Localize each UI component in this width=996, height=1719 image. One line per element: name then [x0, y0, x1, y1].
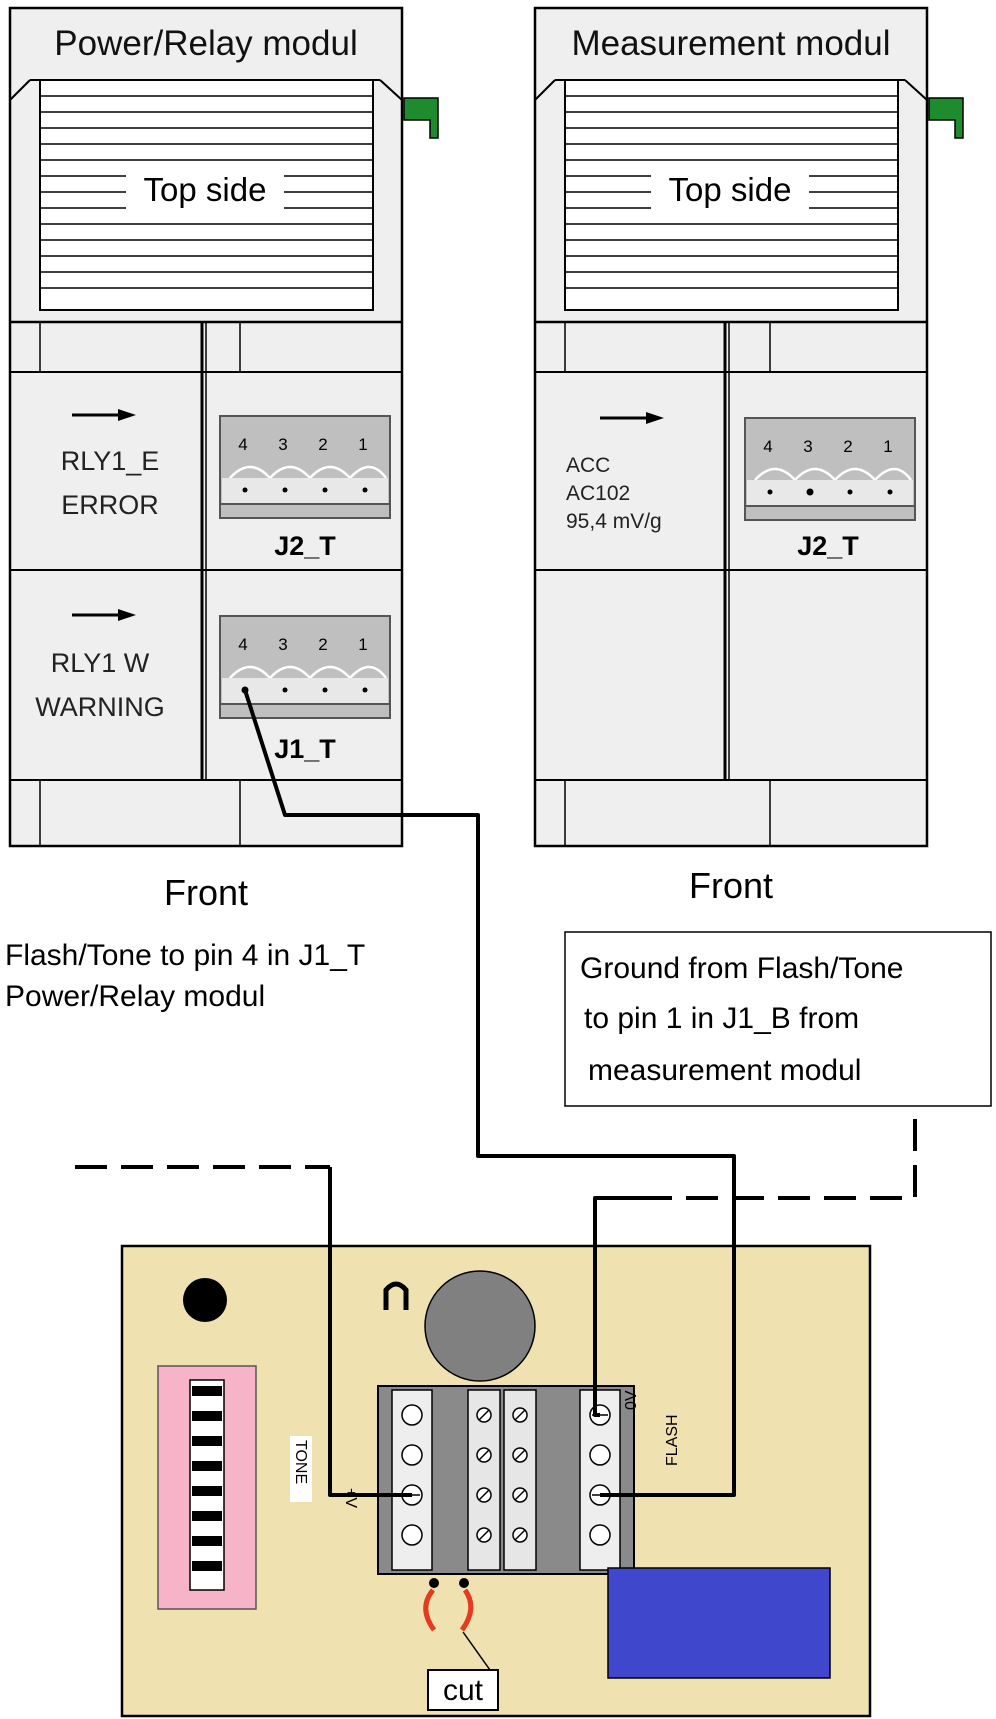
measurement-module-title: Measurement modul: [571, 24, 890, 63]
measurement-green-latch: [928, 97, 964, 139]
tone-wire: [328, 1167, 412, 1497]
flash-note-line2: Power/Relay modul: [5, 980, 265, 1013]
relay-e-description: ERROR: [61, 490, 159, 520]
svg-text:3: 3: [278, 435, 287, 454]
svg-text:3: 3: [278, 635, 287, 654]
svg-text:1: 1: [358, 435, 367, 454]
relay-e-code: RLY1_E: [61, 446, 160, 476]
measurement-connector-j2: 4 3 2 1 J2_T: [744, 417, 916, 561]
arrow-right-icon: [600, 412, 664, 424]
sensor-panel: ACC AC102 95,4 mV/g: [566, 412, 664, 533]
measurement-front-label: Front: [689, 865, 773, 906]
buzzer: [383, 1270, 536, 1382]
cut-label: cut: [443, 1674, 484, 1707]
ground-note-line3: measurement modul: [588, 1054, 861, 1087]
measurement-connector-j2-label: J2_T: [797, 531, 859, 561]
svg-text:1: 1: [883, 437, 892, 456]
svg-text:2: 2: [318, 635, 327, 654]
relay-w-code: RLY1 W: [51, 648, 150, 678]
flash-tone-board: TONE +V 0V FLASH cut: [120, 1244, 872, 1718]
power-top-side-label: Top side: [144, 171, 267, 208]
ground-note-line2: to pin 1 in J1_B from: [584, 1002, 859, 1035]
power-connector-j2-label: J2_T: [274, 531, 336, 561]
ground-wire: [593, 1196, 640, 1417]
power-connector-j1-label: J1_T: [274, 734, 336, 764]
arrow-right-icon: [72, 609, 136, 621]
measurement-top-fins: Top side: [534, 79, 928, 311]
svg-text:4: 4: [238, 635, 247, 654]
arrow-right-icon: [72, 409, 136, 421]
v-plus-label: +V: [342, 1488, 359, 1508]
flash-signal-wire: [243, 689, 736, 1497]
power-module-title: Power/Relay modul: [54, 24, 357, 63]
power-top-fins: Top side: [9, 79, 403, 311]
flash-label: FLASH: [664, 1414, 681, 1466]
sensor-model: AC102: [566, 482, 630, 505]
relay-w-panel: RLY1 W WARNING: [35, 609, 165, 722]
relay-e-panel: RLY1_E ERROR: [61, 409, 160, 520]
sensor-type: ACC: [566, 454, 610, 477]
tone-label: TONE: [292, 1440, 309, 1484]
zero-v-label: 0V: [623, 1390, 640, 1410]
svg-text:4: 4: [238, 435, 247, 454]
svg-text:2: 2: [843, 437, 852, 456]
power-green-latch: [403, 97, 439, 139]
dip-switch: [157, 1365, 257, 1610]
power-relay-module: Power/Relay modul: [8, 6, 439, 848]
ground-note-line1: Ground from Flash/Tone: [580, 952, 903, 985]
relay-w-description: WARNING: [35, 692, 165, 722]
measurement-module: Measurement modul Top: [533, 6, 964, 848]
blue-component: [607, 1567, 831, 1679]
tone-label-bg: [290, 1436, 312, 1502]
cut-wire: cut: [423, 1578, 499, 1711]
svg-text:4: 4: [763, 437, 772, 456]
power-connector-j2: 4 3 2 1 J2_T: [219, 415, 391, 561]
wires: [75, 689, 917, 1497]
measurement-top-side-label: Top side: [669, 171, 792, 208]
mounting-hole: [183, 1278, 227, 1322]
flash-note-line1: Flash/Tone to pin 4 in J1_T: [5, 939, 365, 972]
ground-dashed-lead: [640, 1108, 917, 1200]
power-front-label: Front: [164, 872, 248, 913]
svg-text:1: 1: [358, 635, 367, 654]
sensor-sensitivity: 95,4 mV/g: [566, 510, 662, 533]
svg-text:3: 3: [803, 437, 812, 456]
svg-text:2: 2: [318, 435, 327, 454]
ground-note-box: Ground from Flash/Tone to pin 1 in J1_B …: [564, 931, 992, 1107]
